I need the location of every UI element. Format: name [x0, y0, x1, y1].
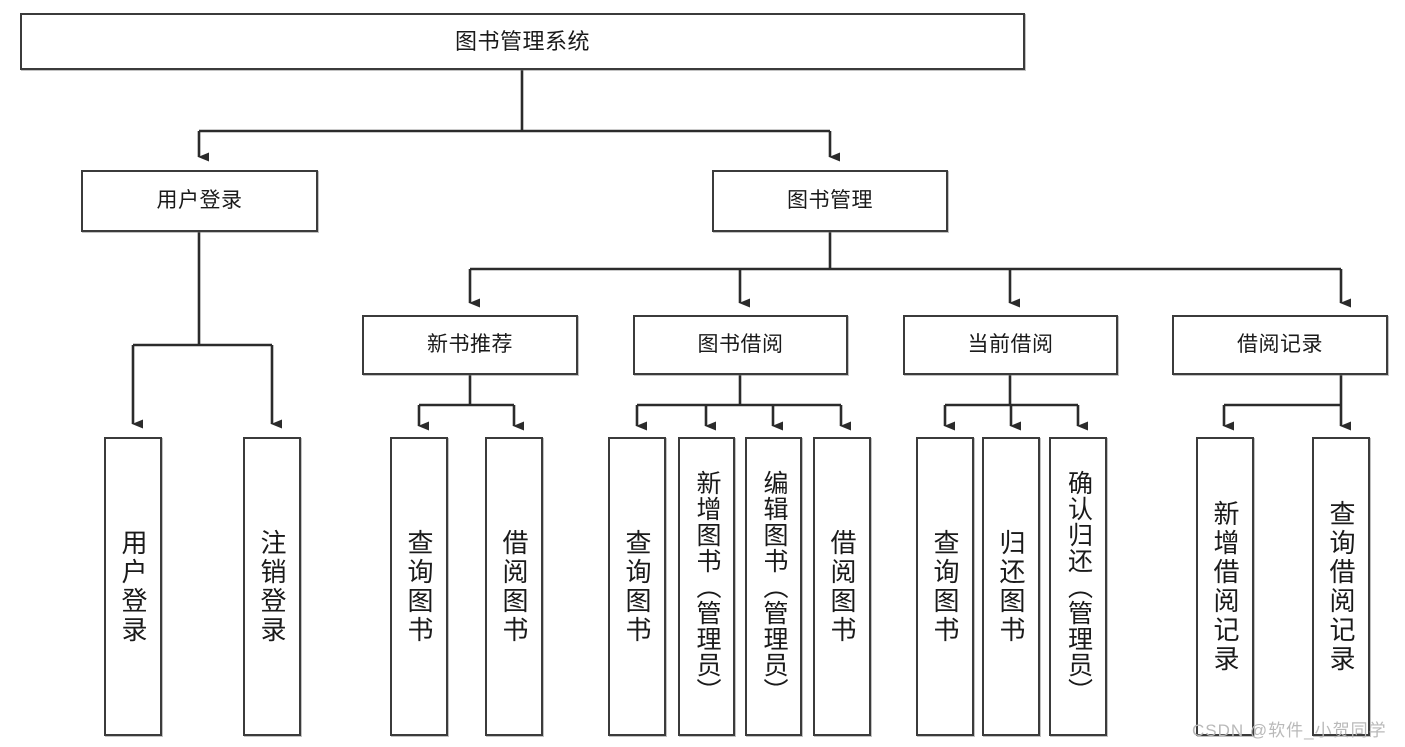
node-borrow-records[interactable]: 借阅记录 — [1172, 315, 1388, 375]
node-label: 图书借阅 — [697, 332, 784, 356]
leaf-add-borrow-record[interactable]: 新增借阅记录 — [1196, 437, 1254, 736]
node-label: 用户登录 — [156, 188, 243, 212]
leaf-borrow-book[interactable]: 借阅图书 — [813, 437, 871, 736]
node-label: 图书管理系统 — [454, 28, 590, 54]
node-label: 借阅图书 — [499, 528, 529, 645]
node-book-management[interactable]: 图书管理 — [712, 170, 948, 232]
node-label: 新书推荐 — [427, 332, 513, 356]
leaf-query-book-rec[interactable]: 查询图书 — [390, 437, 448, 736]
node-label: 当前借阅 — [967, 332, 1054, 356]
node-label: 新增图书（管理员） — [693, 469, 721, 704]
node-label: 查询图书 — [404, 528, 434, 645]
node-label: 查询图书 — [622, 528, 652, 645]
leaf-logout[interactable]: 注销登录 — [243, 437, 301, 736]
node-root-system[interactable]: 图书管理系统 — [20, 13, 1025, 70]
node-label: 新增借阅记录 — [1210, 499, 1240, 674]
node-book-borrowing[interactable]: 图书借阅 — [633, 315, 848, 375]
node-label: 确认归还（管理员） — [1064, 469, 1093, 704]
node-new-book-recommendation[interactable]: 新书推荐 — [362, 315, 578, 375]
node-label: 查询借阅记录 — [1326, 499, 1356, 674]
leaf-return-book[interactable]: 归还图书 — [982, 437, 1040, 736]
leaf-query-borrow-record[interactable]: 查询借阅记录 — [1312, 437, 1370, 736]
node-label: 图书管理 — [787, 188, 873, 212]
node-label: 查询图书 — [930, 528, 960, 645]
leaf-add-book-admin[interactable]: 新增图书（管理员） — [678, 437, 735, 736]
node-label: 借阅图书 — [827, 528, 857, 645]
node-label: 编辑图书（管理员） — [760, 469, 788, 704]
leaf-edit-book-admin[interactable]: 编辑图书（管理员） — [745, 437, 802, 736]
node-user-login[interactable]: 用户登录 — [81, 170, 318, 232]
node-label: 注销登录 — [257, 528, 287, 645]
node-label: 借阅记录 — [1237, 332, 1323, 356]
node-current-borrowing[interactable]: 当前借阅 — [903, 315, 1118, 375]
leaf-query-book-borrow[interactable]: 查询图书 — [608, 437, 666, 736]
leaf-confirm-return-admin[interactable]: 确认归还（管理员） — [1049, 437, 1107, 736]
leaf-user-login[interactable]: 用户登录 — [104, 437, 162, 736]
node-label: 归还图书 — [996, 528, 1026, 645]
leaf-query-book-current[interactable]: 查询图书 — [916, 437, 974, 736]
node-label: 用户登录 — [118, 528, 148, 645]
leaf-borrow-book-rec[interactable]: 借阅图书 — [485, 437, 543, 736]
